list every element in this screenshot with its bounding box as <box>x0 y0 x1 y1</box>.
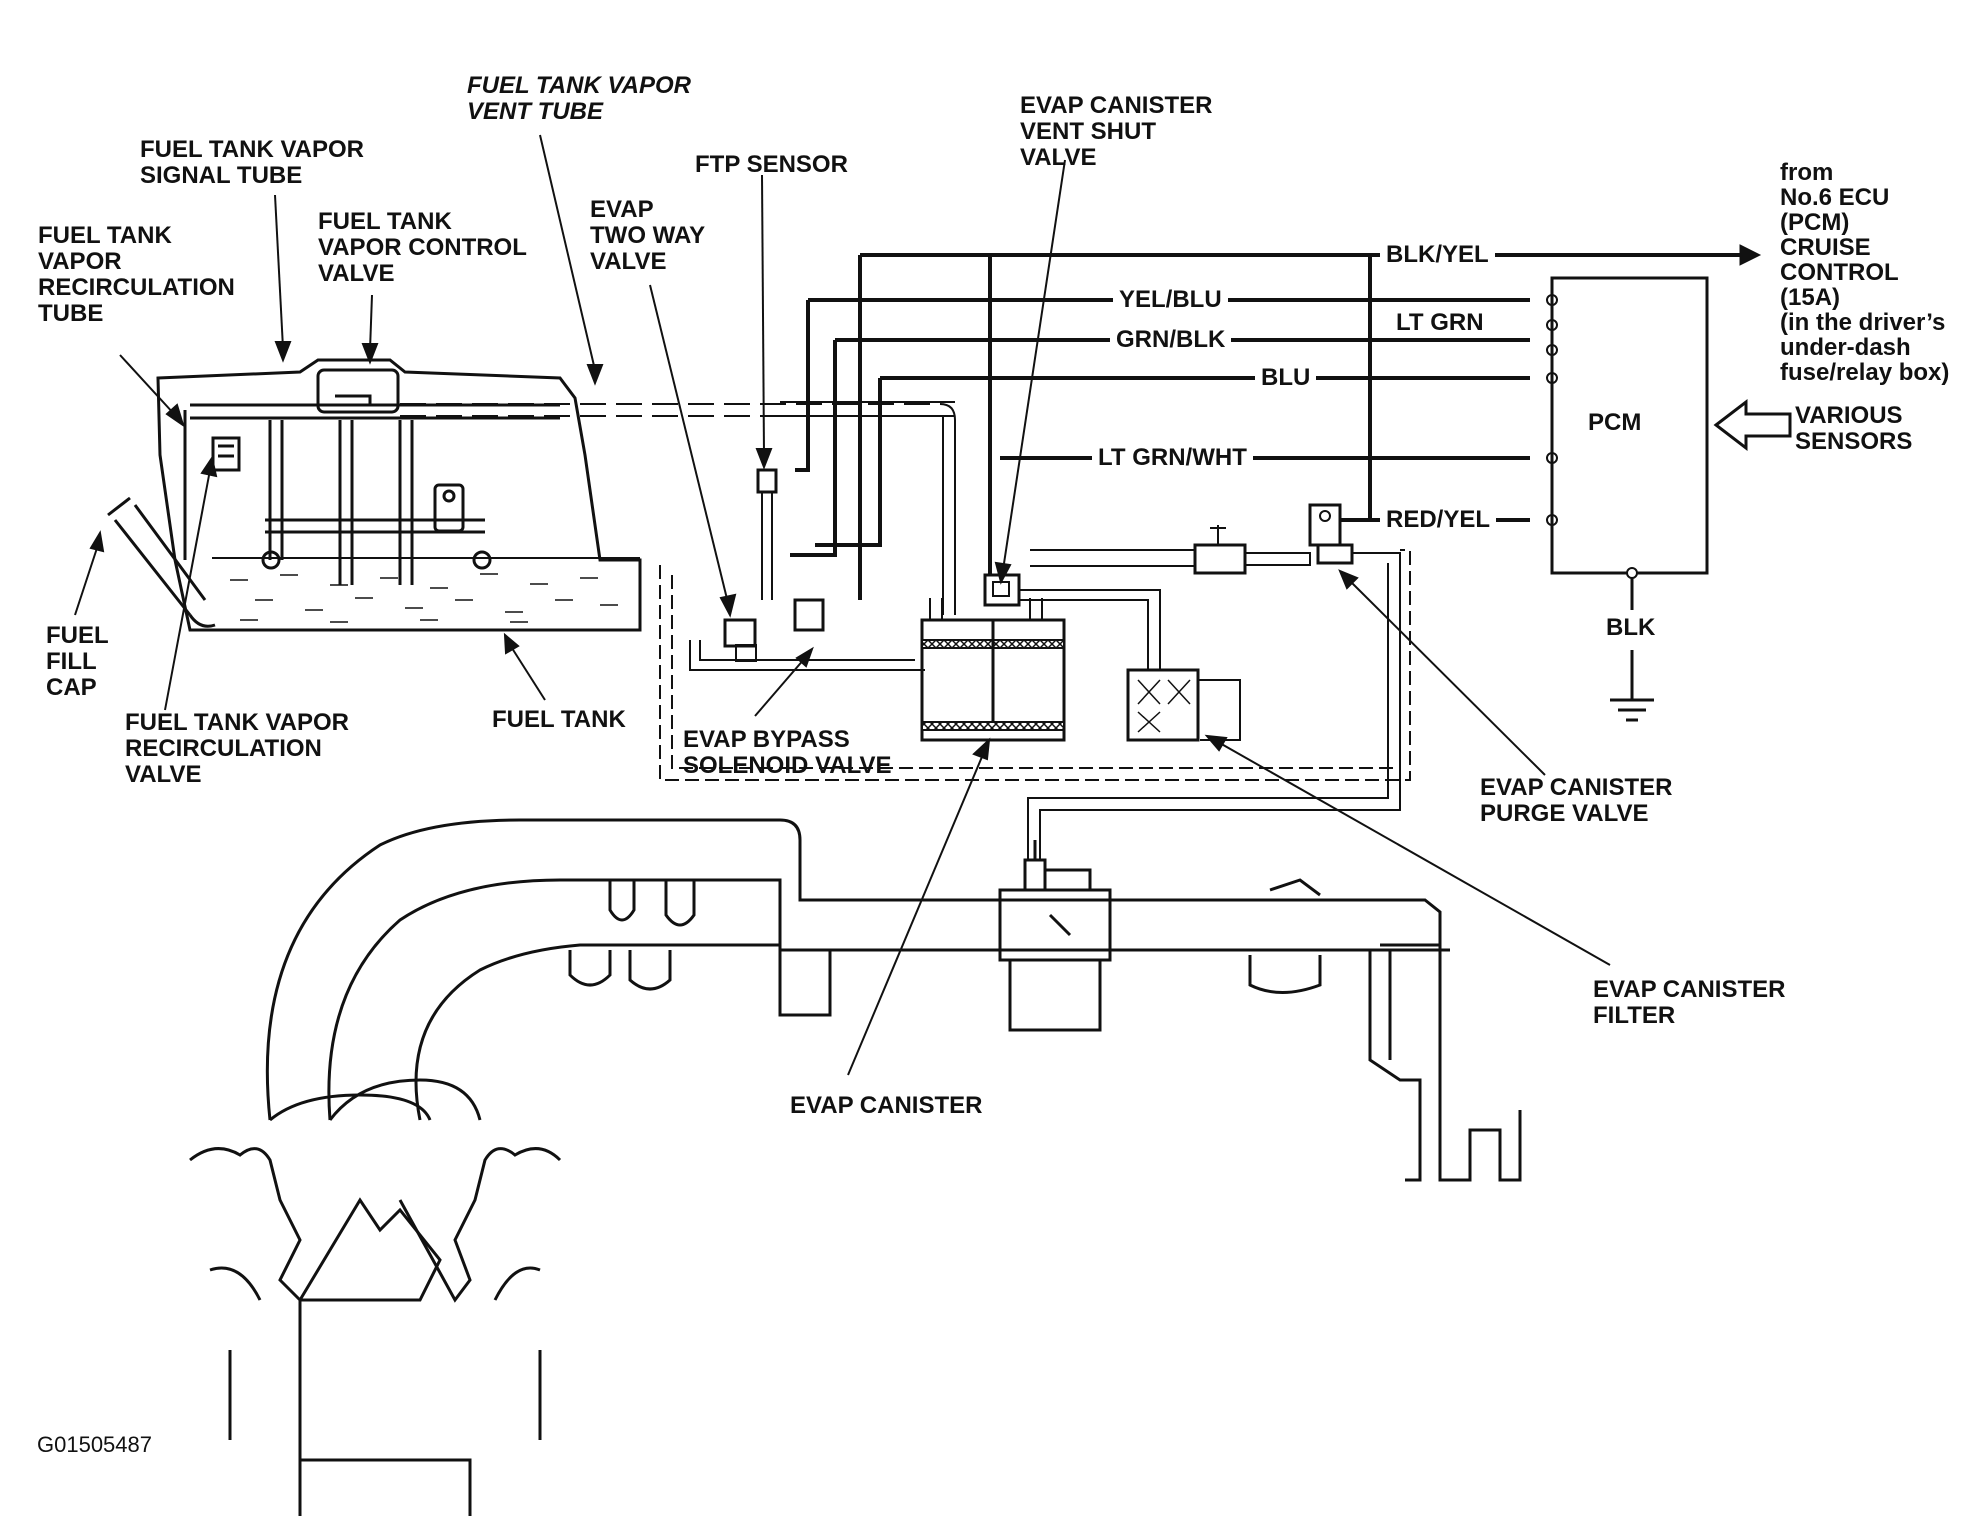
label-ftp-sensor: FTP SENSOR <box>695 151 848 178</box>
wire-label-grn-blk: GRN/BLK <box>1110 327 1232 353</box>
label-vent-tube: FUEL TANK VAPOR VENT TUBE <box>467 72 692 125</box>
label-canister: EVAP CANISTER <box>790 1092 983 1119</box>
wire-label-lt-grn: LT GRN <box>1390 310 1490 336</box>
label-bypass-valve: EVAP BYPASS SOLENOID VALVE <box>683 726 892 779</box>
purge-line <box>1027 503 1401 860</box>
label-canister-filter: EVAP CANISTER FILTER <box>1593 976 1786 1029</box>
intake-system <box>189 818 1522 1516</box>
wire-label-yel-blu: YEL/BLU <box>1113 287 1228 313</box>
wire-label-blk-yel: BLK/YEL <box>1380 242 1495 268</box>
label-from-ecu: from No.6 ECU (PCM) CRUISE CONTROL (15A)… <box>1780 159 1950 386</box>
fuel-tank-assembly <box>107 358 642 632</box>
label-vent-shut-valve: EVAP CANISTER VENT SHUT VALVE <box>1020 92 1213 171</box>
vent-tube <box>400 403 956 615</box>
sensors-arrow <box>1713 398 1792 452</box>
leader-lines <box>74 134 1611 1076</box>
figure-id: G01505487 <box>37 1432 152 1457</box>
label-pcm: PCM <box>1588 409 1642 436</box>
wire-label-red-yel: RED/YEL <box>1380 507 1497 533</box>
wire-junctions <box>1546 244 1762 526</box>
wire-label-blu: BLU <box>1255 365 1317 391</box>
label-recirc-valve: FUEL TANK VAPOR RECIRCULATION VALVE <box>125 709 350 788</box>
wire-label-lt-grn-wht: LT GRN/WHT <box>1092 445 1253 471</box>
label-fuel-tank: FUEL TANK <box>492 706 626 733</box>
label-signal-tube: FUEL TANK VAPOR SIGNAL TUBE <box>140 136 365 189</box>
label-ground-blk: BLK <box>1600 615 1662 641</box>
label-fill-cap: FUEL FILL CAP <box>46 622 109 701</box>
evap-module <box>659 401 1411 781</box>
label-purge-valve: EVAP CANISTER PURGE VALVE <box>1480 774 1673 827</box>
label-recirc-tube: FUEL TANK VAPOR RECIRCULATION TUBE <box>38 222 235 327</box>
label-various-sensors: VARIOUS SENSORS <box>1795 402 1913 455</box>
label-control-valve: FUEL TANK VAPOR CONTROL VALVE <box>318 208 527 287</box>
label-two-way-valve: EVAP TWO WAY VALVE <box>590 196 706 275</box>
pcm-module <box>1550 276 1709 722</box>
